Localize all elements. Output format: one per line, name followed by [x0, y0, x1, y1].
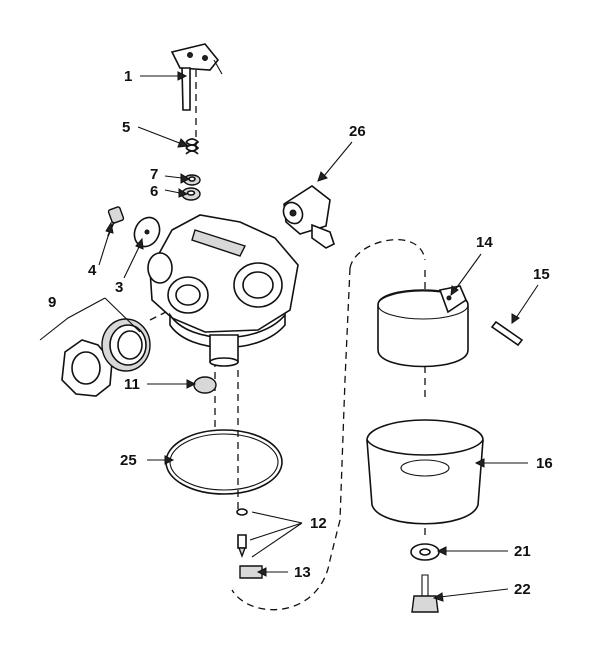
part-5-spring	[185, 138, 200, 155]
part-13-screw	[239, 565, 263, 579]
guide-loop-top	[349, 238, 426, 269]
part-12-jets	[236, 508, 248, 558]
callout-26: 26	[349, 123, 366, 140]
part-6-washer	[181, 187, 201, 201]
guide-loop-left	[231, 267, 351, 611]
callout-5: 5	[122, 119, 130, 136]
callout-11: 11	[124, 376, 140, 393]
callout-15: 15	[533, 266, 550, 283]
part-25-gasket	[165, 429, 283, 495]
callout-9: 9	[48, 294, 56, 311]
callout-6: 6	[150, 183, 158, 200]
part-1-throttle-shaft	[170, 43, 223, 111]
callout-7: 7	[150, 166, 158, 183]
callout-leader-lines	[98, 71, 539, 602]
callout-21: 21	[514, 543, 531, 560]
part-26-fuel-fitting	[282, 185, 335, 249]
part-3-choke-plate	[133, 216, 161, 248]
part-16-float-bowl	[366, 419, 484, 525]
callout-1: 1	[124, 68, 132, 85]
callout-3: 3	[115, 279, 123, 296]
callout-12: 12	[310, 515, 327, 532]
part-11-plug	[193, 376, 217, 394]
callout-13: 13	[294, 564, 311, 581]
callout-4: 4	[88, 262, 97, 279]
part-9-primer-assembly	[39, 297, 151, 397]
callout-16: 16	[536, 455, 553, 472]
part-21-washer	[410, 543, 440, 561]
callout-14: 14	[476, 234, 493, 251]
callout-25: 25	[120, 452, 137, 469]
part-22-bowl-nut	[411, 574, 439, 613]
callout-22: 22	[514, 581, 531, 598]
part-15-pin	[490, 320, 524, 347]
carburetor-body	[147, 214, 299, 367]
part-14-float	[377, 285, 469, 368]
